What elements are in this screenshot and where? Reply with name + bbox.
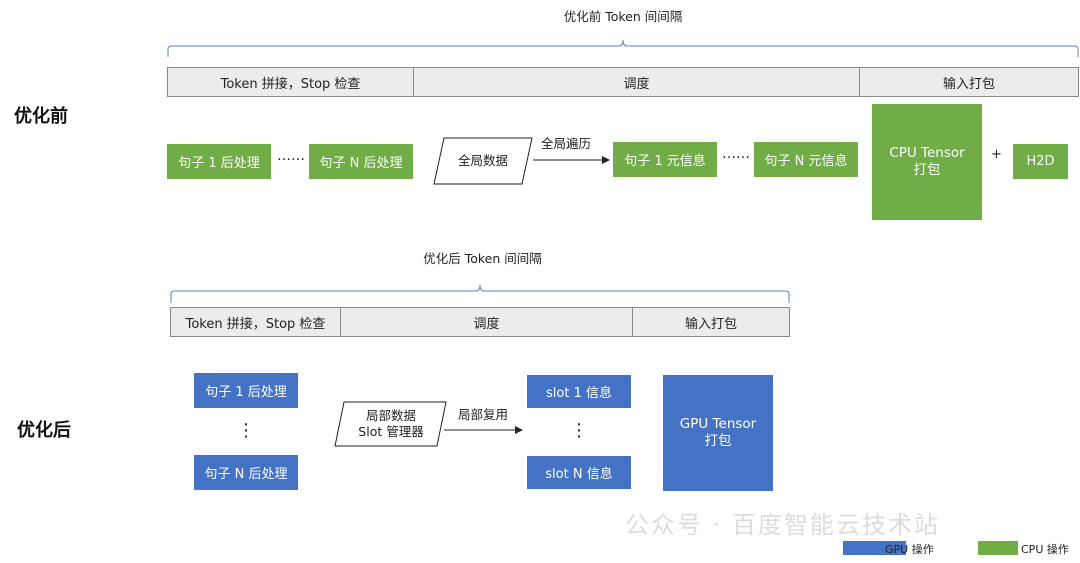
top-stage-concat: Token 拼接，Stop 检查 (167, 67, 414, 97)
local-data-line2: Slot 管理器 (358, 424, 424, 439)
cpu-tensor-pack: CPU Tensor 打包 (872, 104, 982, 220)
top-post-first: 句子 1 后处理 (167, 144, 271, 179)
gpu-tensor-pack-line2: 打包 (704, 433, 732, 449)
local-data-label: 局部数据 Slot 管理器 (340, 402, 442, 446)
top-span-brace (167, 39, 1079, 57)
gpu-tensor-pack-line1: GPU Tensor (679, 416, 757, 432)
bottom-span-brace (170, 284, 790, 303)
top-meta-first: 句子 1 元信息 (613, 142, 717, 177)
bottom-post-last: 句子 N 后处理 (194, 455, 298, 490)
cpu-tensor-pack-line2: 打包 (913, 162, 941, 178)
top-meta-last: 句子 N 元信息 (754, 142, 858, 177)
legend-gpu-swatch (843, 541, 906, 555)
slot-last: slot N 信息 (527, 456, 631, 489)
cpu-tensor-pack-line1: CPU Tensor (889, 145, 965, 161)
local-data-line1: 局部数据 (365, 408, 416, 423)
top-row-label: 优化前 (14, 106, 68, 127)
global-data-label: 全局数据 (457, 153, 508, 168)
legend-cpu-swatch (978, 541, 1018, 555)
local-data-shape (334, 401, 447, 447)
bottom-stage-concat: Token 拼接，Stop 检查 (170, 307, 341, 337)
top-stage-pack: 输入打包 (859, 67, 1079, 97)
bottom-stage-pack: 输入打包 (632, 307, 790, 337)
global-data-shape (433, 137, 533, 185)
top-arrow-label: 全局遍历 (540, 136, 591, 151)
slot-vellipsis: ⋮ (570, 420, 588, 441)
top-span-title: 优化前 Token 间间隔 (563, 9, 683, 24)
slot-first: slot 1 信息 (527, 375, 631, 408)
bottom-row-label: 优化后 (17, 420, 71, 441)
top-stage-schedule: 调度 (413, 67, 860, 97)
bottom-post-vellipsis: ⋮ (237, 420, 255, 441)
top-post-ellipsis: …… (277, 148, 305, 164)
bottom-span-title: 优化后 Token 间间隔 (423, 251, 542, 266)
top-meta-ellipsis: …… (722, 146, 750, 162)
watermark: 公众号 · 百度智能云技术站 (625, 511, 940, 539)
top-post-last: 句子 N 后处理 (309, 144, 413, 179)
legend-cpu-label: CPU 操作 (1021, 543, 1069, 556)
bottom-arrow-label: 局部复用 (457, 407, 508, 422)
legend-gpu-label: GPU 操作 (885, 543, 934, 556)
plus-sign: + (991, 147, 1002, 162)
bottom-stage-schedule: 调度 (340, 307, 633, 337)
h2d-box: H2D (1013, 144, 1068, 179)
bottom-post-first: 句子 1 后处理 (194, 373, 298, 408)
gpu-tensor-pack: GPU Tensor 打包 (663, 375, 773, 491)
